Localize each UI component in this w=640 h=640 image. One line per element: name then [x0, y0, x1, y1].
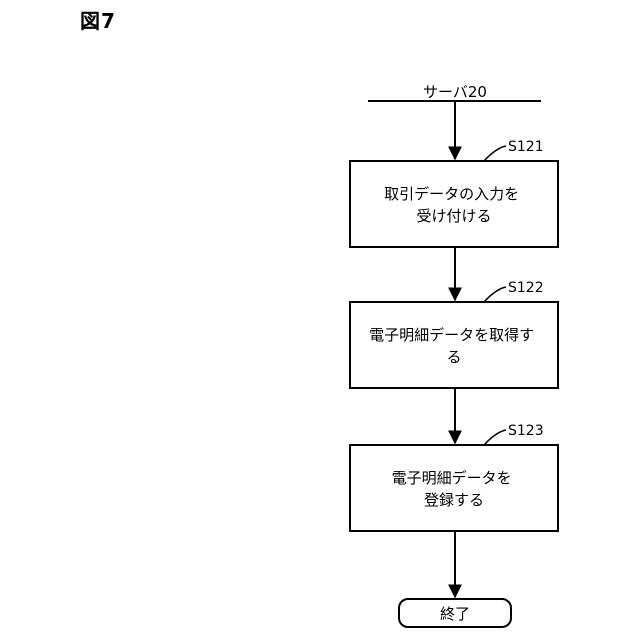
- step-s121-leader: [484, 146, 506, 161]
- step-s122-line-1: 電子明細データを取得す: [369, 326, 534, 344]
- step-s122-box: [350, 302, 558, 388]
- step-s121-id: S121: [508, 139, 544, 155]
- start-label: サーバ20: [423, 83, 487, 101]
- step-s123-id: S123: [508, 423, 544, 439]
- step-s123-line-1: 電子明細データを: [392, 469, 512, 487]
- step-s121-box: [350, 161, 558, 247]
- step-s121-line-1: 取引データの入力を: [384, 185, 519, 203]
- step-s121-line-2: 受け付ける: [416, 207, 491, 225]
- step-s123-leader: [484, 430, 506, 445]
- step-s122-line-2: る: [446, 348, 461, 366]
- step-s122-leader: [484, 287, 506, 302]
- end-label: 終了: [440, 605, 470, 623]
- step-s123-line-2: 登録する: [424, 491, 484, 509]
- step-s123-box: [350, 445, 558, 531]
- step-s122-id: S122: [508, 280, 544, 296]
